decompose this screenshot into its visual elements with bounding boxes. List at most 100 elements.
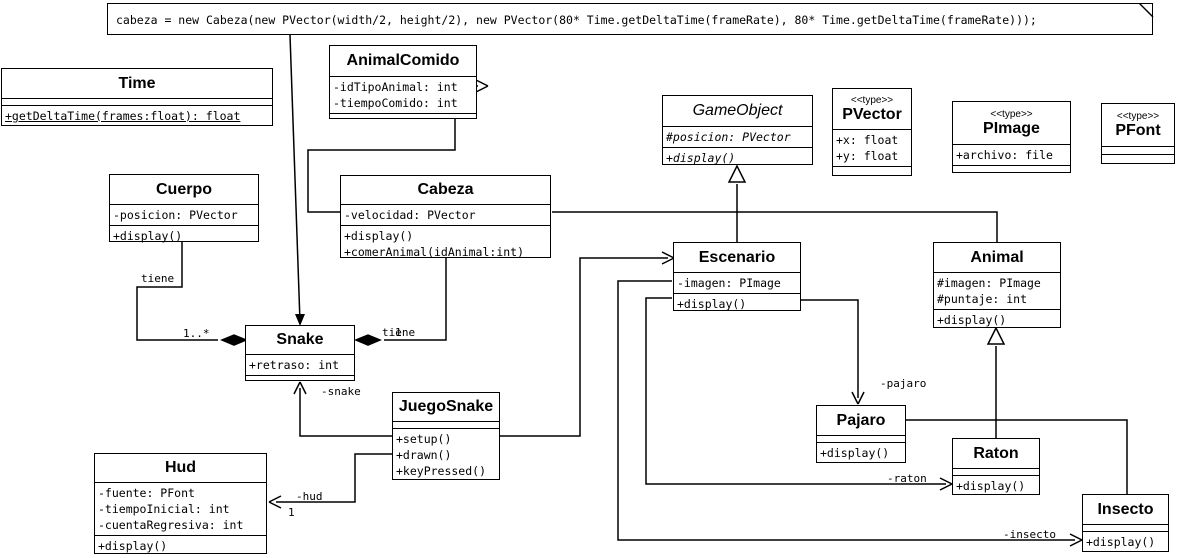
class-name: Raton <box>953 439 1039 469</box>
attribute: #posicion: PVector <box>663 127 812 148</box>
escenario-insecto-line <box>617 280 1075 541</box>
attributes-section <box>953 469 1039 476</box>
attributes-section <box>817 436 905 443</box>
operations-section <box>246 376 354 381</box>
operation: +keyPressed() <box>396 464 487 478</box>
attribute: +y: float <box>836 149 899 163</box>
class-snake[interactable]: Snake +retraso: int <box>245 325 355 381</box>
operation: +display() <box>344 229 414 243</box>
class-header: <<type>> PVector <box>833 89 911 130</box>
operations-section <box>1102 155 1174 162</box>
class-name: GameObject <box>663 96 812 127</box>
class-pfont[interactable]: <<type>> PFont <box>1101 103 1175 164</box>
class-pimage[interactable]: <<type>> PImage +archivo: file <box>952 101 1071 173</box>
class-name: Escenario <box>674 243 800 273</box>
operation: +comerAnimal(idAnimal:int) <box>344 245 525 259</box>
cabeza-snake-line <box>384 258 447 341</box>
stereotype: <<type>> <box>990 108 1033 120</box>
class-hud[interactable]: Hud -fuente: PFont -tiempoInicial: int -… <box>94 453 267 554</box>
attributes-section: #imagen: PImage #puntaje: int <box>934 273 1060 310</box>
juego-escenario-line <box>500 257 668 437</box>
attributes-section <box>393 422 499 429</box>
class-name: PFont <box>1115 121 1161 139</box>
class-name: Snake <box>246 326 354 355</box>
operation: +display() <box>98 539 168 553</box>
class-escenario[interactable]: Escenario -imagen: PImage +display() <box>673 242 801 311</box>
role-label: -insecto <box>1003 528 1056 541</box>
attributes-section: +x: float +y: float <box>833 130 911 167</box>
escenario-pajaro-line <box>800 299 859 398</box>
attribute: #imagen: PImage <box>937 276 1041 290</box>
class-animal[interactable]: Animal #imagen: PImage #puntaje: int +di… <box>933 242 1061 328</box>
attribute: #puntaje: int <box>937 292 1028 306</box>
triangle-animal <box>986 326 1006 345</box>
class-cabeza[interactable]: Cabeza -velocidad: PVector +display() +c… <box>340 175 551 259</box>
class-header: <<type>> PFont <box>1102 104 1174 147</box>
operations-section <box>953 166 1070 172</box>
attribute: -posicion: PVector <box>110 205 258 226</box>
class-name: PVector <box>842 105 902 123</box>
operation: +display() <box>1086 535 1156 549</box>
attribute: +retraso: int <box>246 355 354 376</box>
operations-section: +setup() +drawn() +keyPressed() <box>393 429 499 481</box>
attribute: -tiempoInicial: int <box>98 502 230 516</box>
operations-section: +display() +comerAnimal(idAnimal:int) <box>341 226 550 262</box>
class-animalcomido[interactable]: AnimalComido -idTipoAnimal: int -tiempoC… <box>329 45 477 119</box>
operation: +drawn() <box>396 448 452 462</box>
operations-section <box>833 167 911 173</box>
class-pajaro[interactable]: Pajaro +display() <box>816 405 906 463</box>
note-anchor-line <box>289 34 301 323</box>
arrow-escenario <box>661 251 675 265</box>
attribute: +x: float <box>836 133 899 147</box>
class-juegosnake[interactable]: JuegoSnake +setup() +drawn() +keyPressed… <box>392 392 500 480</box>
attribute: -cuentaRegresiva: int <box>98 518 244 532</box>
role-label: -pajaro <box>880 377 927 390</box>
operation: +display() <box>677 297 747 311</box>
stereotype: <<type>> <box>850 94 894 106</box>
attribute: +archivo: file <box>953 145 1070 166</box>
attributes-section <box>1083 525 1168 532</box>
diamond-cuerpo <box>220 334 248 346</box>
attribute: -tiempoComido: int <box>333 96 458 110</box>
class-name: Time <box>2 69 272 99</box>
operation: +display() <box>666 151 736 165</box>
attributes-section: -fuente: PFont -tiempoInicial: int -cuen… <box>95 483 266 536</box>
association-label: tiene <box>141 272 175 285</box>
class-name: Pajaro <box>817 406 905 436</box>
class-name: JuegoSnake <box>393 393 499 422</box>
juego-hud-line <box>276 453 392 503</box>
arrow-pajaro <box>851 391 865 405</box>
class-name: Hud <box>95 454 266 483</box>
generalization-branch <box>906 419 1128 494</box>
class-time[interactable]: Time +getDeltaTime(frames:float): float <box>1 68 273 126</box>
class-header: <<type>> PImage <box>953 102 1070 145</box>
cuerpo-snake-line <box>136 242 218 341</box>
class-name: Insecto <box>1083 495 1168 525</box>
operation: +display() <box>820 446 890 460</box>
class-gameobject[interactable]: GameObject #posicion: PVector +display() <box>662 95 813 165</box>
class-name: Cabeza <box>341 176 550 205</box>
cabeza-animal-line <box>552 211 998 242</box>
class-cuerpo[interactable]: Cuerpo -posicion: PVector +display() <box>109 174 259 243</box>
operation: +display() <box>956 479 1026 493</box>
operation: +getDeltaTime(frames:float): float <box>5 109 241 123</box>
class-insecto[interactable]: Insecto +display() <box>1082 494 1169 552</box>
attributes-section: -idTipoAnimal: int -tiempoComido: int <box>330 77 476 114</box>
operations-section <box>330 114 476 120</box>
attribute: -idTipoAnimal: int <box>333 80 458 94</box>
class-pvector[interactable]: <<type>> PVector +x: float +y: float <box>832 88 912 176</box>
multiplicity-label: 1..* <box>183 327 210 340</box>
attributes-section <box>1102 147 1174 155</box>
operation: +display() <box>937 313 1007 327</box>
arrow-animalcomido <box>475 79 489 93</box>
class-name: AnimalComido <box>330 46 476 77</box>
operation: +setup() <box>396 432 452 446</box>
role-label: -hud <box>296 490 323 503</box>
multiplicity-label: 1 <box>288 506 295 519</box>
class-raton[interactable]: Raton +display() <box>952 438 1040 495</box>
class-name: Cuerpo <box>110 175 258 205</box>
code-note: cabeza = new Cabeza(new PVector(width/2,… <box>107 3 1153 35</box>
class-name: PImage <box>983 119 1040 137</box>
role-label: -raton <box>887 472 927 485</box>
